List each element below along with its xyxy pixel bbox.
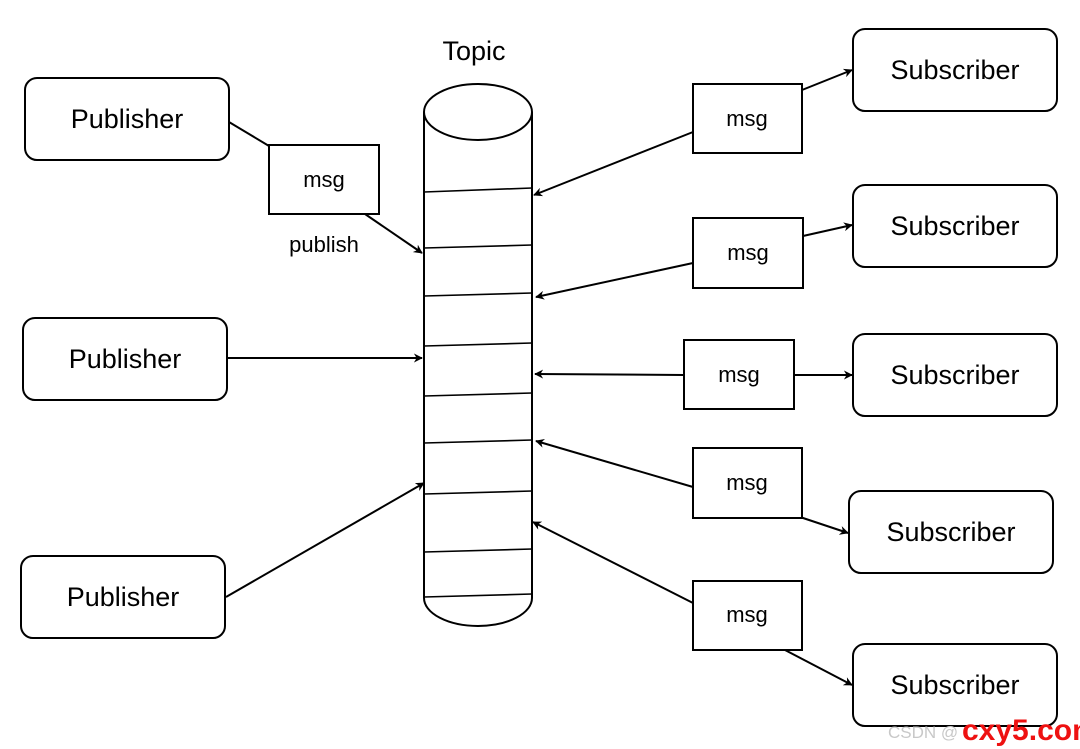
publish-label: publish [289,232,359,257]
publisher-node: Publisher [22,317,228,401]
topic-cylinder [423,83,533,627]
edge-publisher-3-to-topic [225,482,425,598]
watermark: CSDN @ cxy5.com [888,714,1080,747]
edge-msg-5-to-topic [532,521,694,604]
publisher-node: Publisher [20,555,226,639]
publisher-label: Publisher [71,104,184,134]
msg-label: msg [727,240,769,265]
msg-label: msg [726,602,768,627]
msg-label: msg [303,167,345,192]
msg-box: msg [692,83,803,154]
subscriber-label: Subscriber [890,211,1019,241]
watermark-prefix: CSDN @ [888,723,958,742]
subscriber-node: Subscriber [852,184,1058,268]
edge-msg-5-to-subscriber [784,649,853,686]
subscriber-label: Subscriber [890,360,1019,390]
msg-box: msg [692,447,803,519]
msg-label: msg [726,470,768,495]
subscriber-node: Subscriber [852,28,1058,112]
subscriber-label: Subscriber [886,517,1015,547]
topic-slot [423,439,533,444]
edge-msg-4-to-topic [535,438,694,488]
subscriber-label: Subscriber [890,55,1019,85]
edge-publisher-1-to-msg [228,121,270,147]
edge-msg-2-to-topic [535,262,694,300]
publisher-label: Publisher [67,582,180,612]
edge-msg-3-to-topic [534,369,685,379]
topic-slot [423,244,533,249]
publisher-node: Publisher [24,77,230,161]
subscribe-edges [532,68,853,686]
edge-msg-1-to-subscriber [801,68,853,91]
msg-box: msg [692,580,803,651]
topic-slot [423,548,533,553]
msg-box: msg [683,339,795,410]
msg-box: msg [268,144,380,215]
subscriber-node: Subscriber [848,490,1054,574]
topic-slot [423,593,533,598]
topic-slot [423,490,533,495]
topic-label: Topic [442,36,505,66]
topic-slot [423,187,533,193]
edge-msg-to-topic [364,213,423,254]
subscriber-node: Subscriber [852,643,1058,727]
topic-slot [423,292,533,297]
edge-msg-4-to-subscriber [799,516,849,535]
msg-box: msg [692,217,804,289]
edge-msg-2-to-subscriber [802,222,853,237]
subscriber-node: Subscriber [852,333,1058,417]
edge-msg-1-to-topic [533,131,694,197]
msg-label: msg [718,362,760,387]
publisher-label: Publisher [69,344,182,374]
subscriber-label: Subscriber [890,670,1019,700]
msg-label: msg [726,106,768,131]
topic-slot [423,342,533,347]
topic-slot [423,392,533,397]
publish-edges [225,121,425,598]
watermark-brand: cxy5.com [962,714,1080,747]
